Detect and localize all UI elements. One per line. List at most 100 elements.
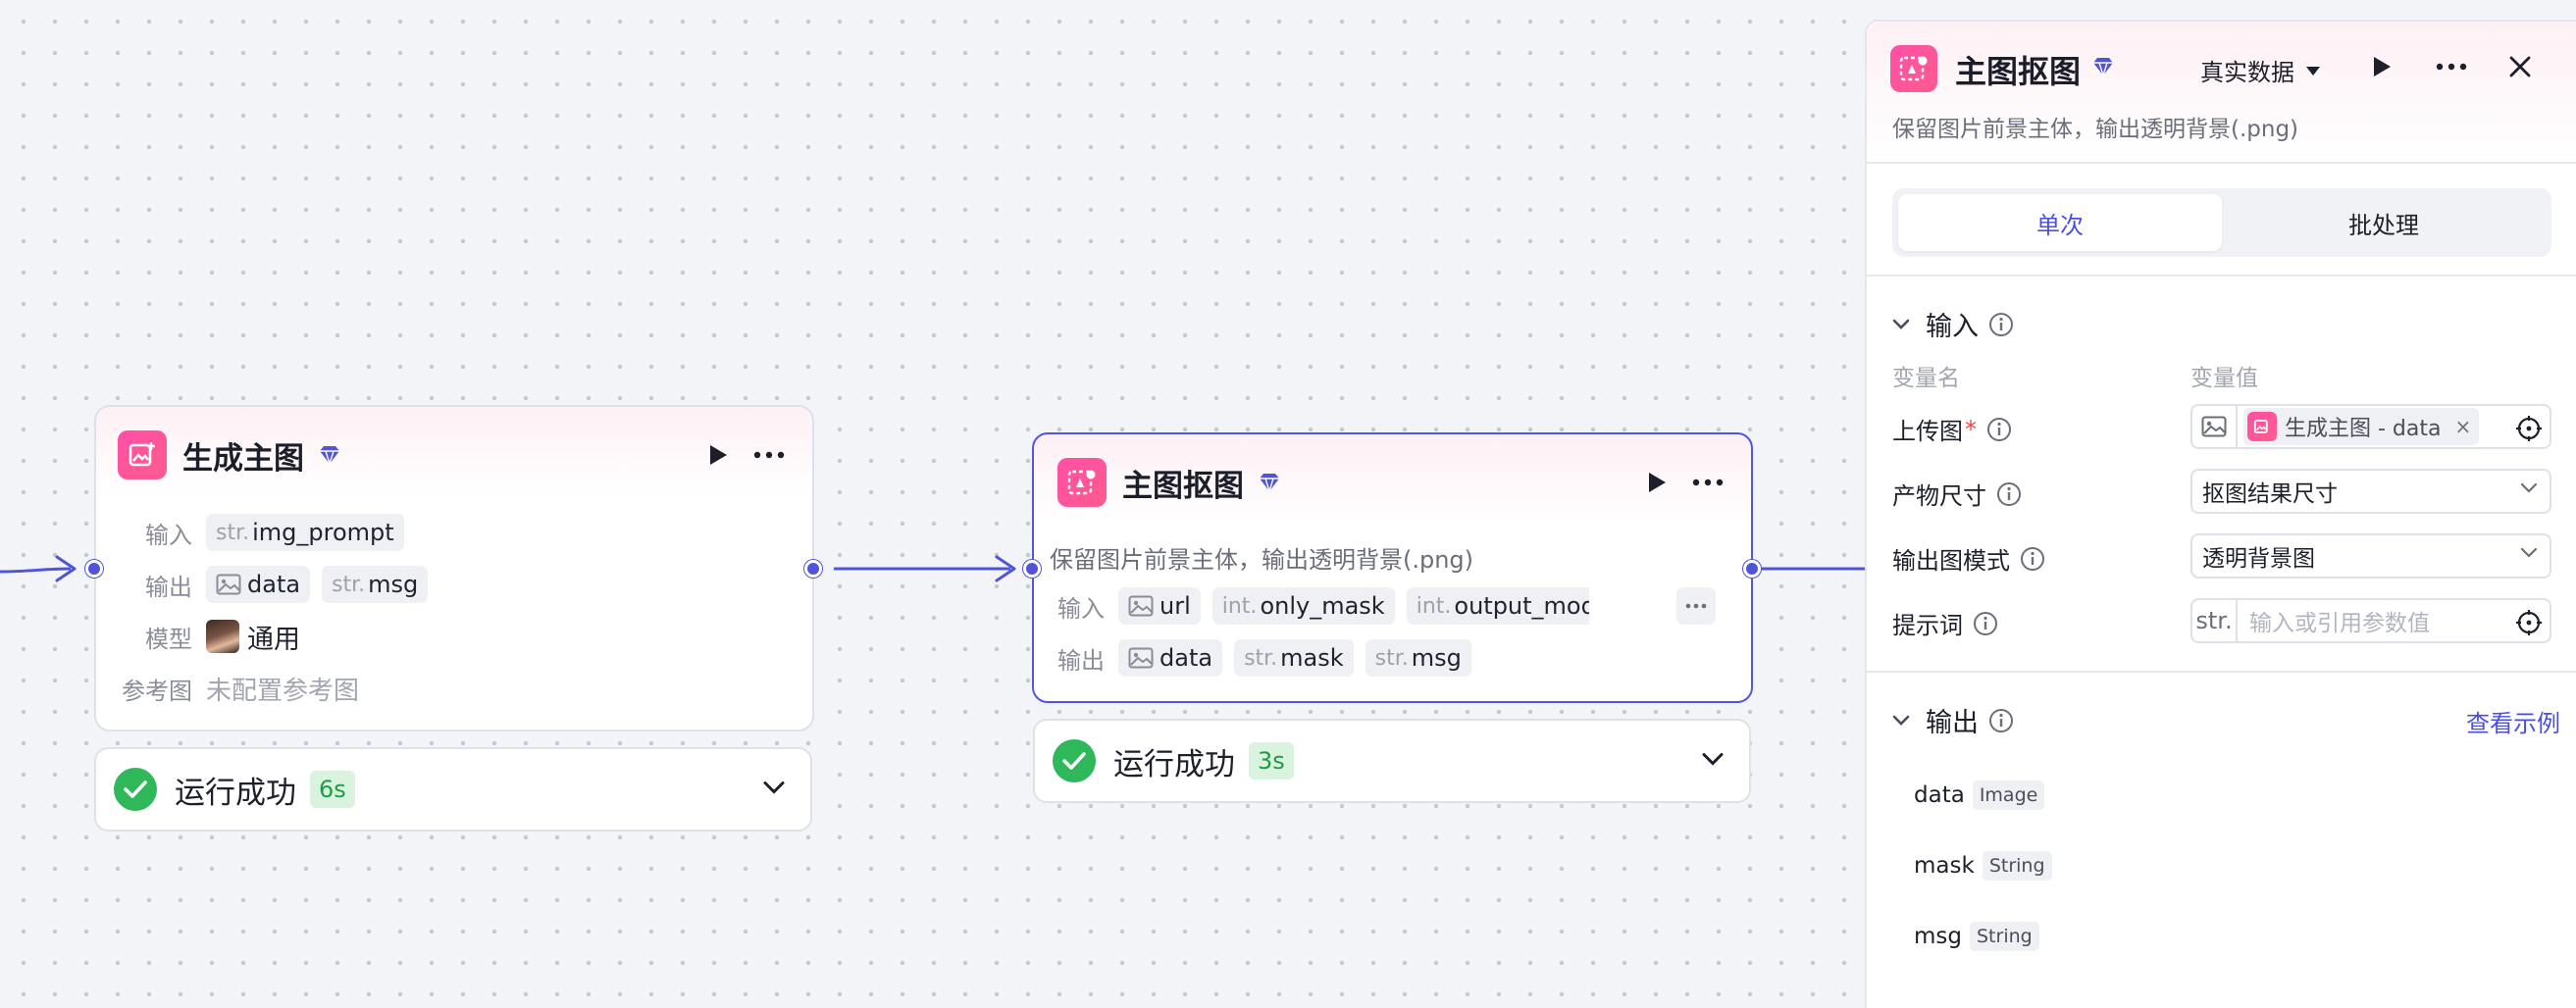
run-status-bar[interactable]: 运行成功 6s bbox=[94, 747, 812, 832]
chevron-down-icon[interactable] bbox=[763, 781, 785, 799]
run-node-button[interactable] bbox=[1635, 461, 1678, 504]
output-port[interactable] bbox=[804, 560, 822, 578]
param-chip: url bbox=[1118, 587, 1201, 625]
param-chip: str.msg bbox=[322, 566, 429, 603]
node-title: 生成主图 bbox=[182, 440, 304, 477]
param-chip: str.msg bbox=[1365, 639, 1471, 677]
edge-incoming bbox=[0, 567, 72, 574]
duration-badge: 3s bbox=[1249, 742, 1294, 780]
param-chip: int.output_mode bbox=[1406, 587, 1589, 625]
more-icon bbox=[753, 451, 785, 459]
node-output-row: 输出 data str.msg bbox=[96, 562, 812, 607]
node-more-button[interactable] bbox=[1686, 461, 1729, 504]
image-generate-icon bbox=[2247, 412, 2277, 441]
data-source-dropdown[interactable]: 真实数据 bbox=[2200, 53, 2322, 87]
info-icon bbox=[1989, 708, 2013, 732]
duration-badge: 6s bbox=[310, 771, 355, 808]
play-icon bbox=[710, 445, 727, 465]
info-icon bbox=[1989, 312, 2013, 336]
node-title: 主图抠图 bbox=[1122, 468, 1244, 504]
chevron-down-icon bbox=[2520, 482, 2538, 493]
edge-generate-to-matting-arrow bbox=[995, 555, 1016, 582]
variable-reference-chip[interactable]: 生成主图 - data × bbox=[2243, 408, 2480, 445]
node-input-row: 输入 url int.only_mask int.output_mode str… bbox=[1034, 583, 1751, 629]
play-icon bbox=[2374, 57, 2391, 76]
param-chip: data bbox=[206, 566, 311, 603]
param-chip: str.mask bbox=[1234, 639, 1354, 677]
image-type-icon bbox=[216, 574, 241, 595]
matting-icon bbox=[1057, 458, 1107, 507]
more-icon bbox=[1685, 603, 1707, 609]
chevron-down-icon[interactable] bbox=[1702, 752, 1724, 771]
param-chip: str.img_prompt bbox=[206, 514, 404, 551]
divider bbox=[1867, 275, 2576, 277]
input-port[interactable] bbox=[85, 560, 103, 578]
image-generate-icon bbox=[118, 430, 167, 479]
image-type-icon bbox=[1128, 647, 1154, 669]
prompt-input[interactable]: str. 输入或引用参数值 bbox=[2190, 598, 2551, 643]
view-example-link[interactable]: 查看示例 bbox=[2466, 710, 2560, 737]
input-section-header[interactable]: 输入 bbox=[1892, 305, 2014, 343]
close-panel-button[interactable] bbox=[2497, 43, 2544, 90]
output-item: mask String bbox=[1914, 851, 2052, 881]
target-icon[interactable] bbox=[2516, 416, 2542, 447]
node-output-row: 输出 data str.mask str.msg bbox=[1034, 635, 1751, 680]
edge-incoming-arrow bbox=[55, 555, 77, 582]
tab-single[interactable]: 单次 bbox=[1898, 194, 2222, 251]
clear-reference-button[interactable]: × bbox=[2454, 415, 2472, 438]
type-badge: String bbox=[1982, 851, 2052, 881]
model-avatar bbox=[206, 620, 239, 653]
field-label-output-size: 产物尺寸 bbox=[1892, 477, 2022, 511]
output-size-select[interactable]: 抠图结果尺寸 bbox=[2190, 469, 2551, 514]
node-more-button[interactable] bbox=[747, 433, 791, 477]
node-input-row: 输入 str.img_prompt bbox=[96, 510, 812, 555]
field-label-upload-image: 上传图* bbox=[1892, 412, 2012, 446]
more-params-button[interactable] bbox=[1676, 587, 1716, 625]
run-status-bar[interactable]: 运行成功 3s bbox=[1033, 719, 1751, 803]
info-icon bbox=[1987, 417, 2011, 441]
chevron-down-icon bbox=[2520, 547, 2538, 558]
output-section-header[interactable]: 输出 bbox=[1892, 701, 2014, 739]
target-icon[interactable] bbox=[2516, 610, 2542, 641]
node-model-row: 模型 通用 bbox=[96, 614, 812, 659]
upload-image-field[interactable]: 生成主图 - data × bbox=[2190, 404, 2551, 449]
more-icon bbox=[2436, 63, 2467, 71]
panel-description: 保留图片前景主体，输出透明背景(.png) bbox=[1892, 117, 2299, 142]
gem-icon bbox=[318, 445, 341, 465]
image-type-icon bbox=[1128, 595, 1154, 617]
node-matting[interactable]: 主图抠图 保留图片前景主体，输出透明背景(.png) 输入 url int.on… bbox=[1032, 432, 1753, 703]
matting-icon bbox=[1890, 45, 1937, 92]
node-generate-main-image[interactable]: 生成主图 输入 str.img_prompt 输出 data bbox=[94, 405, 814, 731]
panel-more-button[interactable] bbox=[2428, 43, 2475, 90]
field-label-prompt: 提示词 bbox=[1892, 606, 1998, 640]
output-mode-select[interactable]: 透明背景图 bbox=[2190, 533, 2551, 579]
type-badge: String bbox=[1970, 922, 2039, 951]
run-panel-button[interactable] bbox=[2358, 43, 2405, 90]
divider bbox=[1867, 671, 2576, 673]
close-icon bbox=[2509, 56, 2531, 77]
input-port[interactable] bbox=[1023, 560, 1041, 578]
column-header-value: 变量值 bbox=[2190, 366, 2258, 391]
info-icon bbox=[1974, 611, 1997, 635]
prompt-placeholder: 输入或引用参数值 bbox=[2249, 611, 2430, 636]
param-chip: data bbox=[1118, 639, 1223, 677]
tab-batch[interactable]: 批处理 bbox=[2348, 211, 2419, 239]
check-icon bbox=[114, 768, 157, 811]
run-mode-tabs: 单次 批处理 bbox=[1892, 188, 2551, 257]
run-node-button[interactable] bbox=[696, 433, 740, 477]
chevron-down-icon bbox=[1892, 715, 1910, 726]
output-item: data Image bbox=[1914, 781, 2045, 810]
field-label-output-mode: 输出图模式 bbox=[1892, 541, 2045, 576]
chevron-down-icon bbox=[1892, 319, 1910, 329]
check-icon bbox=[1053, 739, 1096, 782]
more-icon bbox=[1692, 479, 1724, 486]
panel-header: 主图抠图 真实数据 保留图片前景主体，输出透明背景(.png) bbox=[1867, 22, 2576, 164]
info-icon bbox=[2021, 546, 2044, 571]
panel-title: 主图抠图 bbox=[1955, 53, 2082, 90]
output-port[interactable] bbox=[1743, 560, 1761, 578]
type-badge: Image bbox=[1972, 781, 2045, 810]
output-item: msg String bbox=[1914, 922, 2039, 951]
node-description: 保留图片前景主体，输出透明背景(.png) bbox=[1050, 546, 1474, 574]
gem-icon bbox=[2091, 57, 2115, 80]
